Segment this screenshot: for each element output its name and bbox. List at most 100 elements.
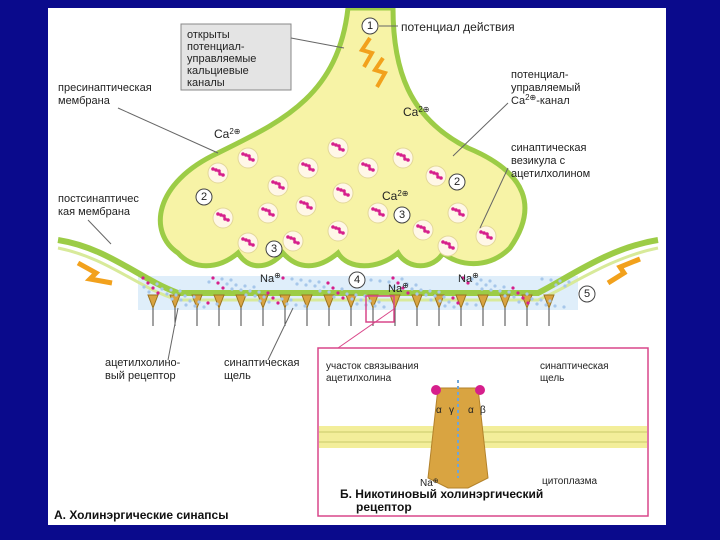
cleft-dot bbox=[359, 298, 362, 301]
cleft-dot bbox=[207, 280, 210, 283]
acetylcholine-dot bbox=[226, 218, 230, 222]
cleft-dot bbox=[484, 283, 487, 286]
acetylcholine-dot bbox=[292, 237, 296, 241]
cleft-dot bbox=[415, 292, 418, 295]
cleft-dot bbox=[230, 287, 233, 290]
vesicle bbox=[393, 148, 413, 168]
cleft-dot bbox=[170, 297, 173, 300]
cleft-dot bbox=[294, 303, 297, 306]
receptor-label-1: ацетилхолино- bbox=[105, 357, 181, 369]
presynaptic-label-1: пресинаптическая bbox=[58, 82, 152, 94]
cleft-dot bbox=[512, 295, 515, 298]
acetylcholine-dot bbox=[247, 239, 251, 243]
cleft-dot bbox=[165, 292, 168, 295]
cleft-dot bbox=[539, 298, 542, 301]
vesicle-label-1: синаптическая bbox=[511, 142, 586, 154]
cleft-dot bbox=[178, 289, 181, 292]
cleft-dot bbox=[266, 291, 269, 294]
cleft-dot bbox=[437, 290, 440, 293]
cleft-dot bbox=[206, 301, 209, 304]
acetylcholine-dot bbox=[309, 206, 313, 210]
presynaptic-label-2: мембрана bbox=[58, 95, 111, 107]
cleft-dot bbox=[331, 286, 334, 289]
cleft-dot bbox=[562, 305, 565, 308]
cleft-dot bbox=[414, 283, 417, 286]
cleft-dot bbox=[442, 295, 445, 298]
svg-text:4: 4 bbox=[354, 274, 360, 286]
cleft-dot bbox=[221, 286, 224, 289]
acetylcholine-dot bbox=[346, 193, 350, 197]
cleft-dot bbox=[271, 296, 274, 299]
acetylcholine-dot bbox=[439, 176, 443, 180]
vesicle bbox=[448, 203, 468, 223]
step-marker-5: 5 bbox=[579, 286, 595, 302]
ca-channel-label-3: Ca2⊕-канал bbox=[511, 93, 570, 108]
cleft-dot bbox=[377, 300, 380, 303]
acetylcholine-dot bbox=[406, 158, 410, 162]
cleft-dot bbox=[382, 305, 385, 308]
cleft-dot bbox=[419, 288, 422, 291]
acetylcholine-dot bbox=[435, 172, 439, 176]
cleft-dot bbox=[489, 288, 492, 291]
ca-channel-label-1: потенциал- bbox=[511, 69, 569, 81]
vesicle bbox=[238, 148, 258, 168]
subunit-beta: β bbox=[480, 405, 486, 416]
cleft-dot bbox=[234, 283, 237, 286]
cleft-dot bbox=[493, 284, 496, 287]
cleft-dot bbox=[452, 305, 455, 308]
action-potential-label: потенциал действия bbox=[401, 20, 515, 34]
diagram-canvas: открыты потенциал- управляемые кальциевы… bbox=[48, 8, 666, 525]
cleft-dot bbox=[252, 285, 255, 288]
cleft-dot bbox=[169, 288, 172, 291]
cleft-dot bbox=[295, 282, 298, 285]
cleft-dot bbox=[553, 304, 556, 307]
cleft-dot bbox=[336, 291, 339, 294]
cleft-dot bbox=[313, 284, 316, 287]
cleft-dot bbox=[517, 300, 520, 303]
acetylcholine-dot bbox=[341, 231, 345, 235]
cleft-dot bbox=[548, 299, 551, 302]
acetylcholine-dot bbox=[426, 230, 430, 234]
cleft-dot bbox=[507, 290, 510, 293]
open-channels-line-3: управляемые bbox=[187, 53, 256, 65]
cleft-dot bbox=[146, 281, 149, 284]
cleft-dot bbox=[276, 301, 279, 304]
vesicle bbox=[298, 158, 318, 178]
cleft-dot bbox=[451, 296, 454, 299]
cleft-dot bbox=[355, 302, 358, 305]
caption-a: А. Холинэргические синапсы bbox=[54, 508, 228, 522]
cleft-dot bbox=[197, 300, 200, 303]
cleft-dot bbox=[253, 294, 256, 297]
vesicle bbox=[333, 183, 353, 203]
acetylcholine-dot bbox=[457, 209, 461, 213]
svg-text:2: 2 bbox=[454, 176, 460, 188]
acetylcholine-dot bbox=[377, 209, 381, 213]
step-marker-2-right: 2 bbox=[449, 174, 465, 190]
acetylcholine-dot bbox=[267, 209, 271, 213]
vesicle-label-3: ацетилхолином bbox=[511, 168, 590, 180]
cleft-dot bbox=[465, 302, 468, 305]
acetylcholine-dot bbox=[222, 214, 226, 218]
cleft-dot bbox=[267, 300, 270, 303]
step-marker-2-left: 2 bbox=[196, 189, 212, 205]
cleft-dot bbox=[410, 287, 413, 290]
step-marker-3-center: 3 bbox=[394, 207, 410, 223]
acetylcholine-dot bbox=[371, 168, 375, 172]
open-channels-line-1: открыты bbox=[187, 29, 230, 41]
acetylcholine-dot bbox=[337, 144, 341, 148]
cleft-dot bbox=[155, 282, 158, 285]
cleft-dot bbox=[174, 293, 177, 296]
cleft-dot bbox=[142, 285, 145, 288]
vesicle bbox=[213, 208, 233, 228]
vesicle bbox=[476, 226, 496, 246]
cleft-dot bbox=[304, 283, 307, 286]
cytoplasm-label: цитоплазма bbox=[542, 476, 598, 487]
cleft-dot bbox=[369, 278, 372, 281]
cleft-dot bbox=[285, 302, 288, 305]
cleft-dot bbox=[521, 296, 524, 299]
cleft-dot bbox=[475, 282, 478, 285]
svg-text:3: 3 bbox=[399, 209, 405, 221]
svg-text:1: 1 bbox=[367, 20, 373, 32]
cleft-dot bbox=[318, 289, 321, 292]
acetylcholine-dot bbox=[281, 186, 285, 190]
